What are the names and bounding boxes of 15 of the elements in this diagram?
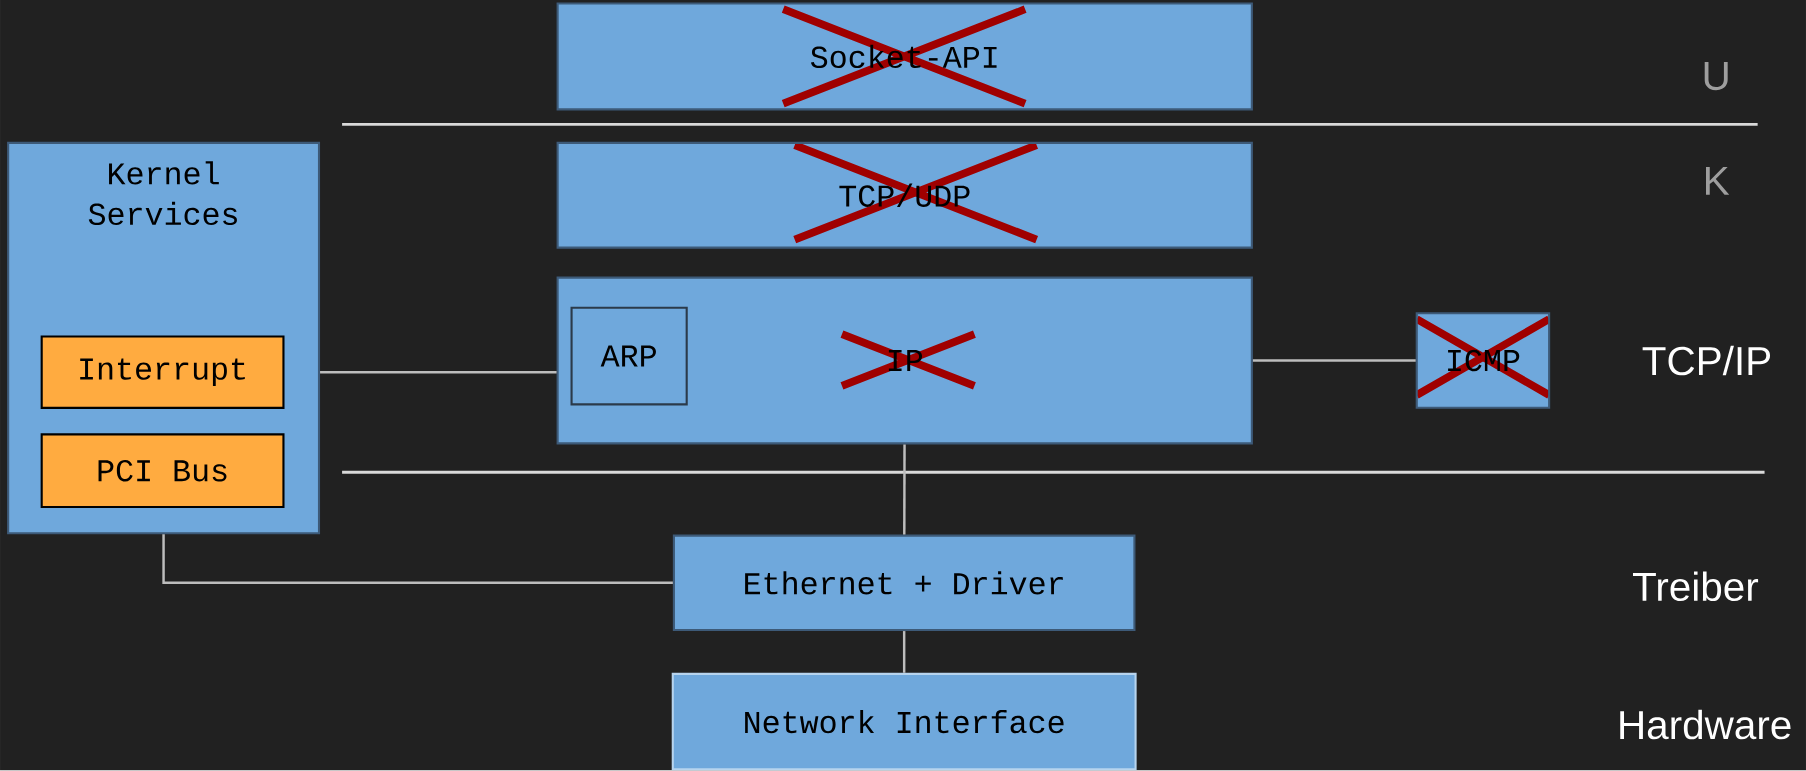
connector-line [162,534,673,585]
connector-line [320,371,557,374]
process-box: Ethernet + Driver [672,534,1136,632]
process-box: Network Interface [671,673,1137,771]
process-box: Interrupt [40,335,285,410]
layer-label: Hardware [1620,709,1791,740]
layer-label: K [1706,167,1730,195]
layer-label: TCP/IP [1642,345,1770,376]
connector-line [1252,359,1416,362]
connector-line [902,631,906,673]
layer-label: Treiber [1633,571,1759,602]
process-box: PCI Bus [40,433,285,509]
connector-line [903,444,906,535]
process-box: ARP [570,306,688,406]
layer-label: U [1704,62,1728,91]
